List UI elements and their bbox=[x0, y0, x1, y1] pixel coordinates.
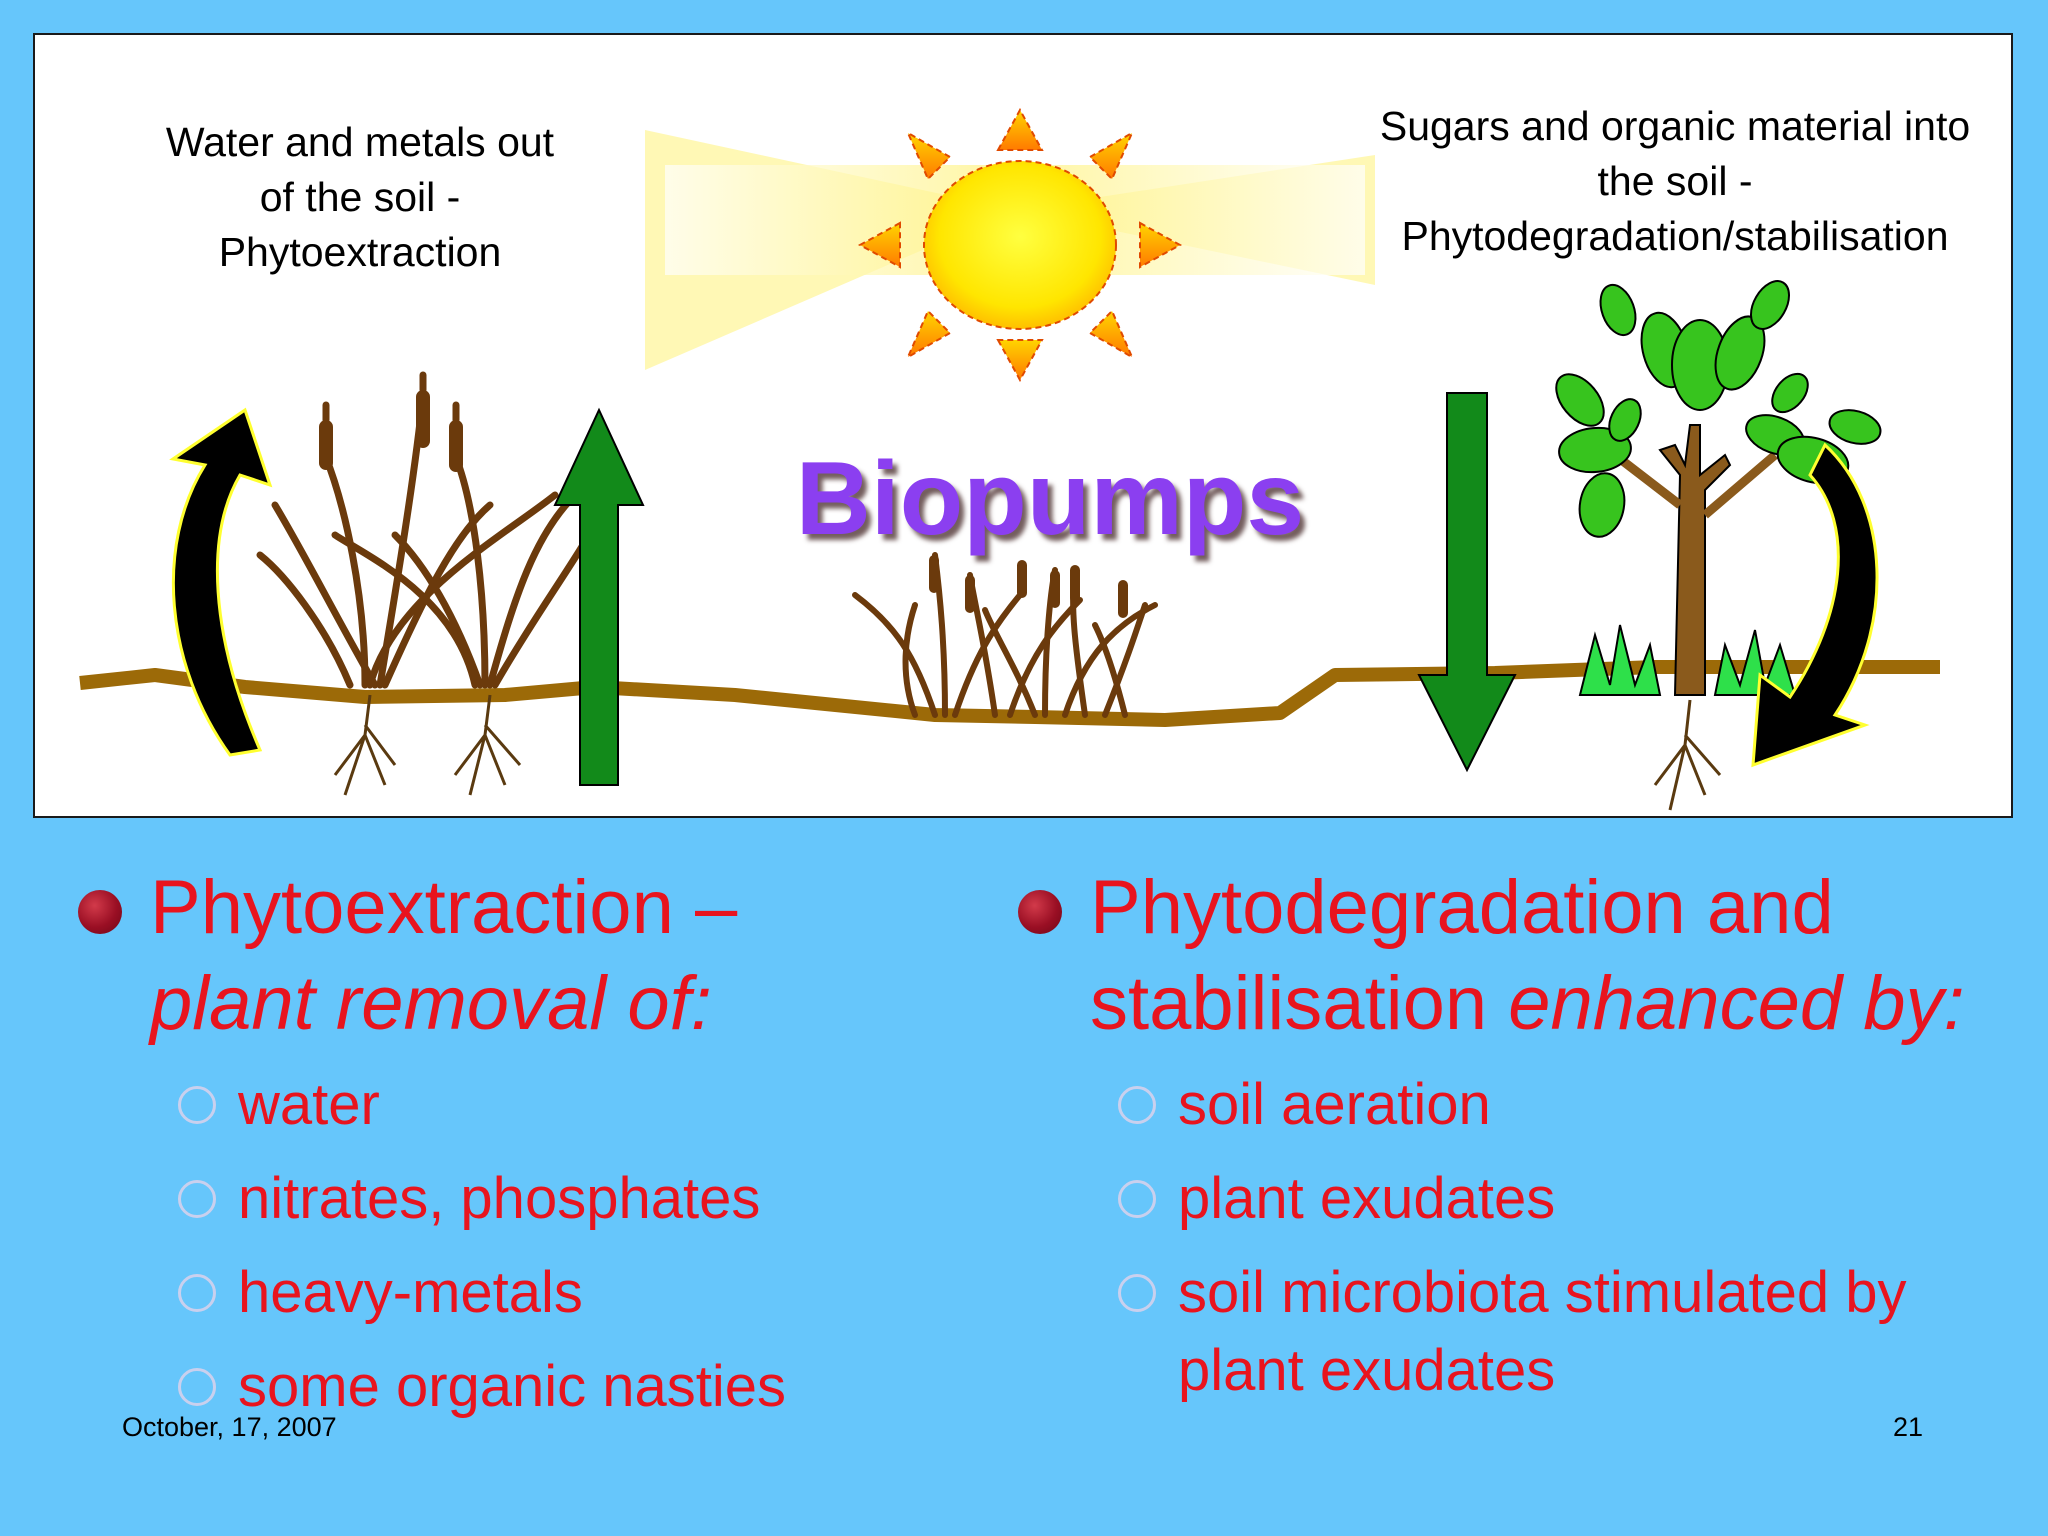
bullet-heading: Phytoextraction – bbox=[150, 865, 738, 950]
list-item-text: soil microbiota stimulated by bbox=[1178, 1260, 1907, 1325]
caption-line: Sugars and organic material into bbox=[1379, 103, 1971, 149]
caption-phytoextraction: Water and metals out of the soil - Phyto… bbox=[95, 115, 625, 280]
list-item-text: some organic nasties bbox=[238, 1354, 787, 1419]
caption-line: Phytodegradation/stabilisation bbox=[1401, 213, 1949, 259]
bullet-heading-regular: stabilisation bbox=[1090, 961, 1509, 1046]
caption-line: the soil - bbox=[1597, 158, 1753, 204]
list-item-text: water bbox=[238, 1072, 380, 1137]
ring-bullet-icon bbox=[178, 1274, 216, 1312]
list-item-text-continued: plant exudates bbox=[1178, 1338, 1556, 1403]
diagram-title: Biopumps bbox=[795, 441, 1305, 557]
ring-bullet-icon bbox=[178, 1180, 216, 1218]
caption-line: Phytoextraction bbox=[218, 229, 502, 275]
bullet-dot-icon bbox=[78, 890, 122, 934]
roots-left bbox=[333, 694, 522, 796]
list-item: water bbox=[178, 1066, 992, 1144]
phytoextraction-column: Phytoextraction – plant removal of: wate… bbox=[72, 860, 992, 1442]
list-item: heavy-metals bbox=[178, 1254, 992, 1332]
list-item-text: plant exudates bbox=[1178, 1166, 1556, 1231]
ring-bullet-icon bbox=[178, 1086, 216, 1124]
list-item: soil aeration bbox=[1118, 1066, 2032, 1144]
list-item-text: heavy-metals bbox=[238, 1260, 583, 1325]
diagram-panel: Water and metals out of the soil - Phyto… bbox=[33, 33, 2013, 818]
caption-phytodegradation: Sugars and organic material into the soi… bbox=[1295, 99, 2011, 264]
down-arrow-icon bbox=[1417, 392, 1517, 773]
caption-line: of the soil - bbox=[259, 174, 461, 220]
removal-list: water nitrates, phosphates heavy-metals … bbox=[72, 1066, 992, 1426]
cattail-reeds-left bbox=[256, 371, 604, 689]
page-number: 21 bbox=[1893, 1412, 1924, 1442]
list-item-text: soil aeration bbox=[1178, 1072, 1491, 1137]
biopump-illustration bbox=[79, 107, 1940, 811]
phytodegradation-column: Phytodegradation and stabilisation enhan… bbox=[1012, 860, 2032, 1426]
enhancement-list: soil aeration plant exudates soil microb… bbox=[1012, 1066, 2032, 1410]
ring-bullet-icon bbox=[1118, 1086, 1156, 1124]
bullet-heading-italic: plant removal of: bbox=[150, 961, 712, 1046]
curved-up-arrow-icon bbox=[169, 407, 273, 757]
list-item: some organic nasties bbox=[178, 1348, 992, 1426]
list-item-text: nitrates, phosphates bbox=[238, 1166, 761, 1231]
soil-line bbox=[79, 660, 1940, 727]
ring-bullet-icon bbox=[1118, 1274, 1156, 1312]
cattail-reeds-center bbox=[852, 552, 1158, 718]
list-item: soil microbiota stimulated by plant exud… bbox=[1118, 1254, 2032, 1410]
ring-bullet-icon bbox=[178, 1368, 216, 1406]
ring-bullet-icon bbox=[1118, 1180, 1156, 1218]
bullet-heading: Phytodegradation and bbox=[1090, 865, 1834, 950]
main-bullet-phytodegradation: Phytodegradation and stabilisation enhan… bbox=[1012, 860, 2032, 1052]
list-item: plant exudates bbox=[1118, 1160, 2032, 1238]
footer-date: October, 17, 2007 bbox=[122, 1412, 337, 1442]
bullet-dot-icon bbox=[1018, 890, 1062, 934]
bullet-heading-italic: enhanced by: bbox=[1508, 961, 1965, 1046]
tree-icon bbox=[1555, 280, 1882, 811]
main-bullet-phytoextraction: Phytoextraction – plant removal of: bbox=[72, 860, 992, 1052]
up-arrow-icon bbox=[553, 407, 645, 786]
bullet-heading-line2: stabilisation enhanced by: bbox=[1090, 956, 2032, 1052]
curved-down-arrow-icon bbox=[1751, 442, 1879, 768]
caption-line: Water and metals out bbox=[165, 119, 555, 165]
sun-icon bbox=[857, 107, 1183, 383]
list-item: nitrates, phosphates bbox=[178, 1160, 992, 1238]
